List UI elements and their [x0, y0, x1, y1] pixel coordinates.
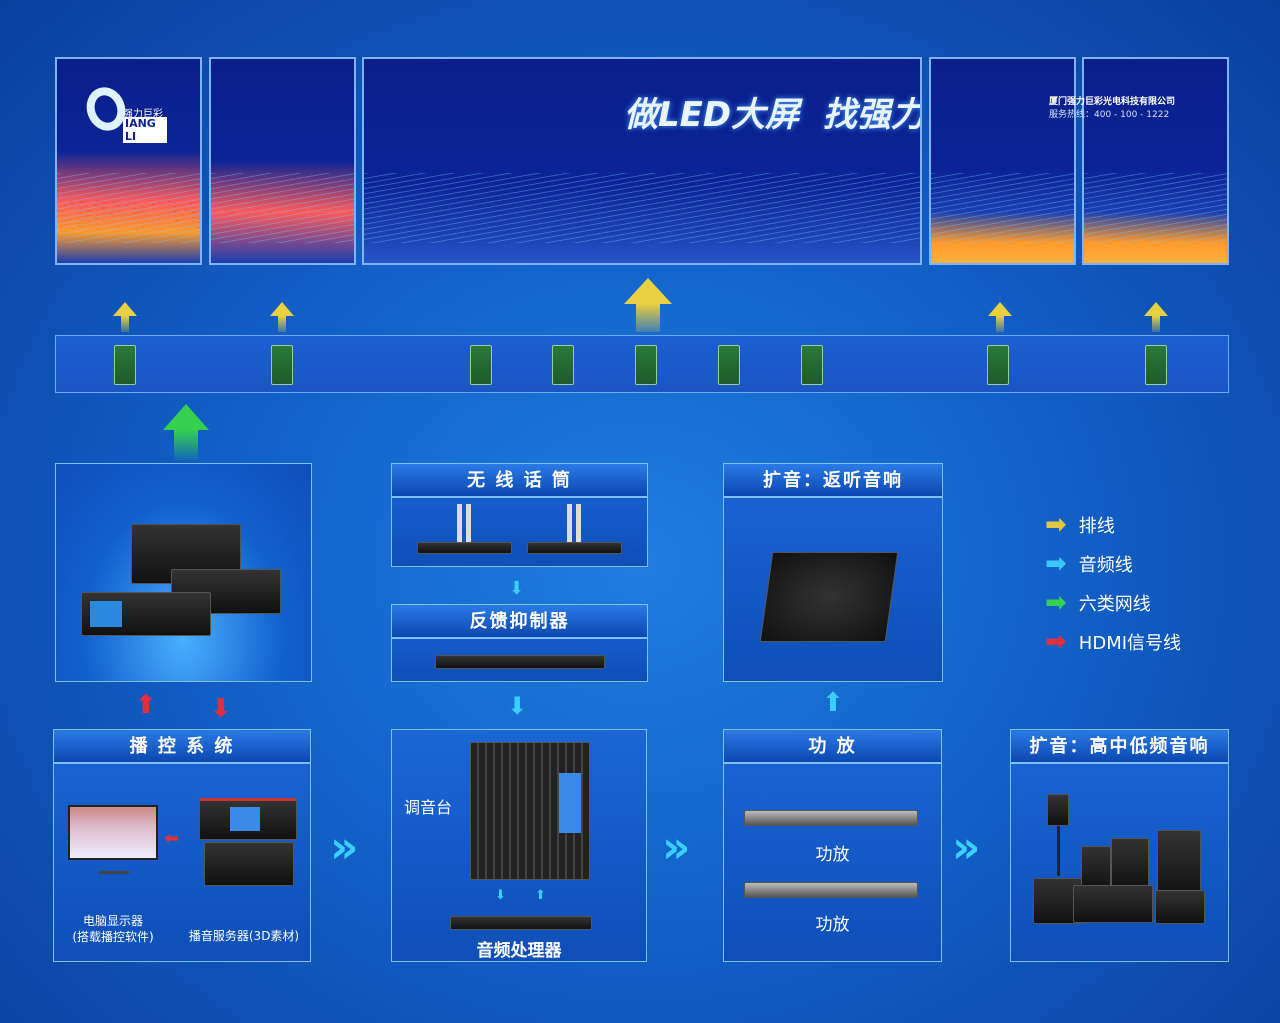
slogan: 做LED大屏 找强力巨彩: [624, 95, 922, 135]
hdmi-arrow-left: ⬅: [164, 828, 180, 849]
receiving-card: [987, 345, 1009, 385]
speaker-image: [1081, 846, 1111, 890]
amplifier-box: 功 放 功放 功放: [723, 729, 942, 962]
led-controller-box: [55, 463, 312, 682]
receiving-card: [801, 345, 823, 385]
playback-system-box: 播 控 系 统 ⬅ 电脑显示器 (搭载播控软件) 播音服务器(3D素材): [53, 729, 311, 962]
controller-device: [81, 592, 211, 636]
receiving-card: [635, 345, 657, 385]
receiving-card: [1145, 345, 1167, 385]
flat-cable-arrow: [1144, 302, 1168, 316]
led-panel-3: 做LED大屏 找强力巨彩: [362, 57, 922, 265]
logo-cn-text: 强力巨彩: [123, 109, 163, 120]
mic-receiver-image: [417, 542, 512, 554]
amplifier-title: 功 放: [724, 730, 941, 764]
audio-arrow-down: ⬇: [507, 692, 528, 720]
monitor-speaker-box: 扩音：返听音响: [723, 463, 943, 682]
speaker-image: [1073, 885, 1153, 923]
flat-cable-arrow: [988, 302, 1012, 316]
arrow-right-icon: ➡: [1045, 588, 1067, 618]
led-panel-5: [1082, 57, 1229, 265]
audio-processor-image: [450, 916, 592, 930]
company-name: 厦门强力巨彩光电科技有限公司: [1049, 97, 1176, 107]
led-panel-2: [209, 57, 356, 265]
logo: 强力巨彩 IANG LI: [80, 79, 167, 143]
legend-item-audio-cable: ➡音频线: [1045, 549, 1133, 579]
amplifier-image: [744, 810, 918, 826]
monitor-speaker-image: [759, 552, 899, 642]
main-speakers-title: 扩音：高中低频音响: [1011, 730, 1228, 764]
monitor-speaker-title: 扩音：返听音响: [724, 464, 942, 498]
audio-arrow-up: ⬆: [822, 688, 844, 718]
playback-server-image: [204, 842, 294, 886]
legend-item-network-cable: ➡六类网线: [1045, 588, 1151, 618]
speaker-image: [1111, 838, 1149, 890]
hdmi-arrow-down: ⬇: [210, 694, 232, 724]
mixer-label: 调音台: [404, 798, 453, 817]
flat-cable-arrow-main: [624, 278, 672, 304]
monitor-note: (搭载播控软件): [72, 930, 154, 944]
feedback-suppressor-image: [435, 655, 605, 669]
flat-cable-arrow: [113, 302, 137, 316]
receiving-card: [718, 345, 740, 385]
hotline: 服务热线：400 - 100 - 1222: [1049, 110, 1170, 120]
network-cable-arrow: [163, 404, 209, 430]
main-speakers-box: 扩音：高中低频音响: [1010, 729, 1229, 962]
speaker-image: [1047, 794, 1069, 826]
audio-arrow-small: ⬇: [495, 888, 506, 903]
receiving-card: [114, 345, 136, 385]
wireless-mic-title: 无 线 话 筒: [392, 464, 647, 498]
amplifier-label: 功放: [815, 915, 850, 935]
server-label: 播音服务器(3D素材): [188, 929, 300, 943]
feedback-suppressor-box: 反馈抑制器: [391, 604, 648, 682]
legend-item-flat-cable: ➡排线: [1045, 510, 1115, 540]
speaker-image: [1155, 890, 1205, 924]
audio-arrow-small: ⬆: [535, 888, 546, 903]
receiving-card: [552, 345, 574, 385]
audio-flow-arrow: »: [330, 822, 359, 873]
feedback-title: 反馈抑制器: [392, 605, 647, 639]
playback-title: 播 控 系 统: [54, 730, 310, 764]
arrow-right-icon: ➡: [1045, 627, 1067, 657]
audio-processor-label: 音频处理器: [476, 941, 562, 961]
wireless-mic-box: 无 线 话 筒: [391, 463, 648, 567]
logo-en-text: IANG LI: [123, 117, 167, 143]
led-panel-4: [929, 57, 1076, 265]
playback-server-image: [199, 798, 297, 840]
led-panel-1: 强力巨彩 IANG LI: [55, 57, 202, 265]
mixer-box: 调音台 ⬇ ⬆ 音频处理器: [391, 729, 647, 962]
receiving-card: [271, 345, 293, 385]
audio-arrow-down: ⬇: [509, 578, 525, 599]
audio-flow-arrow: »: [952, 822, 981, 873]
mixing-console-image: [470, 742, 590, 880]
audio-flow-arrow: »: [662, 822, 691, 873]
amplifier-image: [744, 882, 918, 898]
hdmi-arrow-up: ⬆: [135, 690, 157, 720]
arrow-right-icon: ➡: [1045, 549, 1067, 579]
flat-cable-arrow: [270, 302, 294, 316]
amplifier-label: 功放: [815, 845, 850, 865]
legend-item-hdmi-cable: ➡HDMI信号线: [1045, 627, 1182, 657]
receiving-card: [470, 345, 492, 385]
mic-receiver-image: [527, 542, 622, 554]
arrow-right-icon: ➡: [1045, 510, 1067, 540]
monitor-image: [68, 805, 158, 860]
monitor-label: 电脑显示器: [82, 914, 143, 928]
